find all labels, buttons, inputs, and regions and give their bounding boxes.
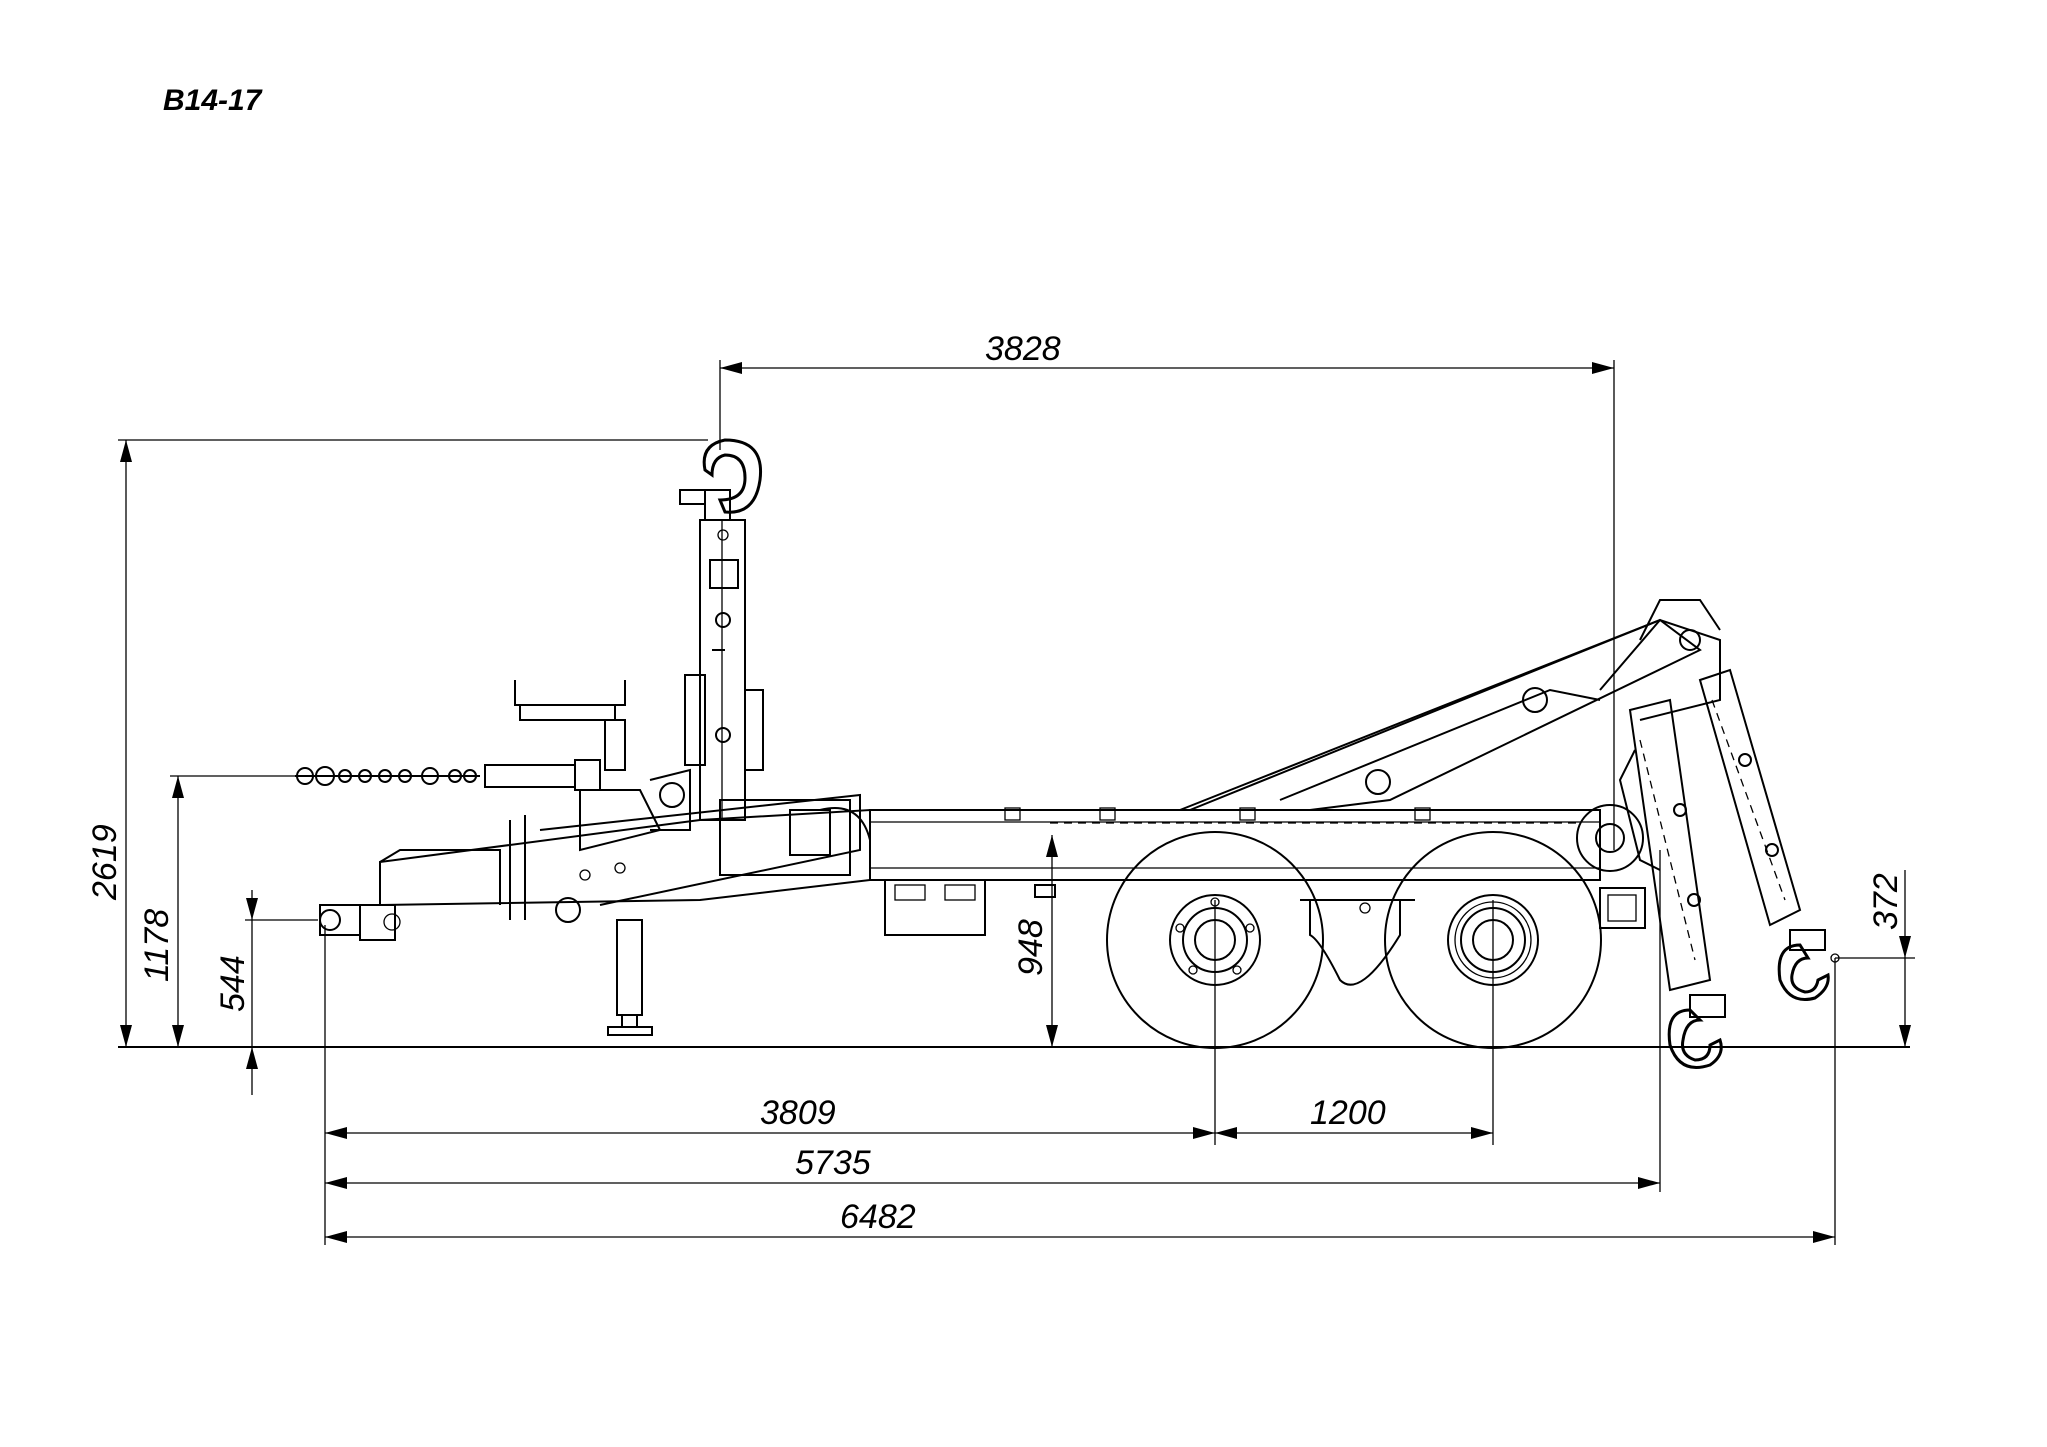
front-wheel [1106,831,1324,1049]
dim-overall-length-label: 6482 [840,1198,916,1236]
dim-arm-reach: 3828 [719,330,1615,850]
dim-axle-spacing-label: 1200 [1310,1094,1386,1132]
rear-hook-upper [1777,929,1840,1001]
main-boom [1179,599,1721,811]
main-frame [869,807,1601,881]
drawbar [379,793,871,923]
rear-arm-left [1618,698,1712,992]
dim-frame-height: 948 [1012,835,1058,1047]
dim-hook-height-label: 372 [1867,873,1905,930]
dim-drawbar-height-label: 1178 [138,909,176,982]
dim-drawbar-height: 1178 [138,775,300,1047]
dim-total-height: 2619 [86,439,708,1047]
dim-bottom-set: 3809 1200 5735 6482 [324,850,1836,1245]
dim-coupling-height: 544 [214,890,318,1095]
rear-arm-right [1698,668,1802,927]
suspension [1309,899,1401,986]
support-leg [607,919,653,1036]
rear-light-block [1576,804,1646,929]
coupling [319,904,401,941]
front-hook [679,438,763,541]
drawing-code: B14-17 [163,84,262,117]
dim-total-height-label: 2619 [86,824,124,901]
front-mast [684,519,764,821]
dim-coupling-height-label: 544 [214,955,252,1012]
dim-hitch-to-axle-label: 3809 [760,1094,836,1132]
toolbox [884,879,986,936]
rear-wheel [1384,831,1602,1049]
drawbar-chain [295,759,691,852]
dim-arm-reach-label: 3828 [985,330,1061,368]
dim-hook-height: 372 [1835,870,1915,1047]
rear-hook-lower [1667,994,1726,1069]
spare-wheel-holder [514,680,626,771]
dim-frame-height-label: 948 [1012,919,1050,976]
dim-frame-length-label: 5735 [795,1144,871,1182]
